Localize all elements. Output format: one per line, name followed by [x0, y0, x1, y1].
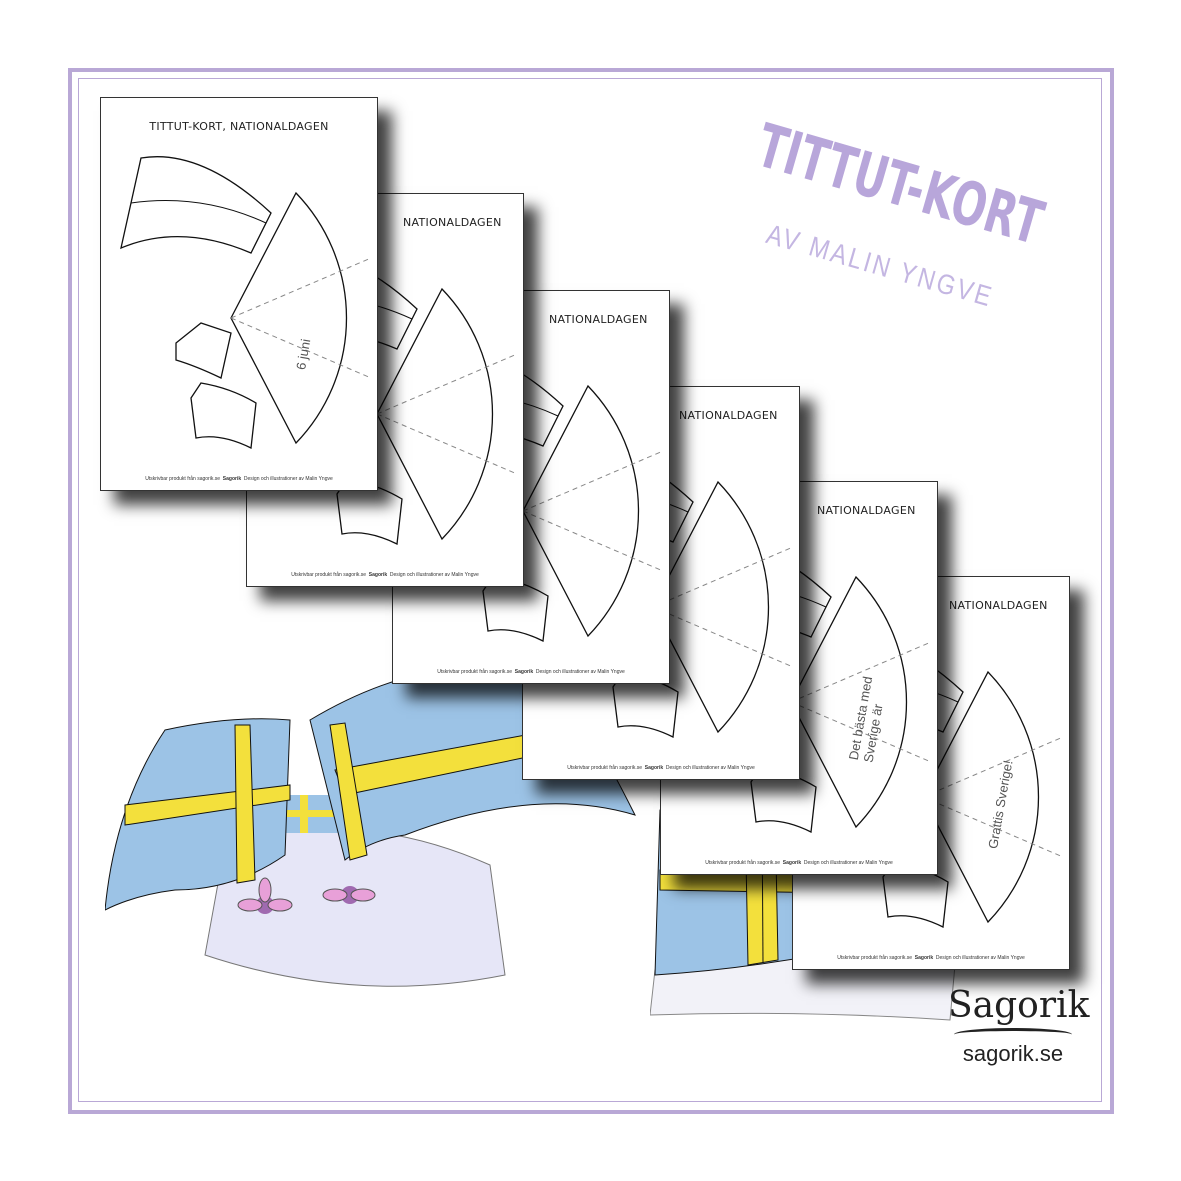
card-title: NATIONALDAGEN [549, 313, 648, 326]
card-footer: Utskrivbar produkt från sagorik.se Sagor… [523, 765, 799, 771]
card-title: TITTUT-KORT, NATIONALDAGEN [149, 120, 329, 133]
card-footer: Utskrivbar produkt från sagorik.se Sagor… [247, 572, 523, 578]
footer-left: Utskrivbar produkt från sagorik.se [705, 860, 780, 866]
inner-frame [78, 78, 1102, 1102]
card-cutout-lines [542, 445, 794, 738]
footer-left: Utskrivbar produkt från sagorik.se [837, 955, 912, 961]
card-title: NATIONALDAGEN [817, 504, 916, 517]
logo-name: Sagorik [948, 985, 1090, 1026]
footer-left: Utskrivbar produkt från sagorik.se [567, 765, 642, 771]
template-card: TITTUT-KORT, NATIONALDAGEN 6 juni Utskri… [100, 97, 378, 491]
card-title: NATIONALDAGEN [679, 409, 778, 422]
footer-logo: Sagorik [368, 572, 388, 578]
footer-right: Design och illustrationer av Malin Yngve [535, 669, 625, 675]
card-footer: Utskrivbar produkt från sagorik.se Sagor… [101, 476, 377, 482]
logo-swoosh [954, 1028, 1072, 1041]
footer-logo: Sagorik [514, 669, 534, 675]
footer-right: Design och illustrationer av Malin Yngve [243, 476, 333, 482]
footer-right: Design och illustrationer av Malin Yngve [935, 955, 1025, 961]
outer-frame [68, 68, 1114, 1114]
footer-right: Design och illustrationer av Malin Yngve [389, 572, 479, 578]
card-footer: Utskrivbar produkt från sagorik.se Sagor… [661, 860, 937, 866]
footer-right: Design och illustrationer av Malin Yngve [803, 860, 893, 866]
card-footer: Utskrivbar produkt från sagorik.se Sagor… [793, 955, 1069, 961]
footer-left: Utskrivbar produkt från sagorik.se [437, 669, 512, 675]
footer-logo: Sagorik [222, 476, 242, 482]
footer-left: Utskrivbar produkt från sagorik.se [145, 476, 220, 482]
card-title: NATIONALDAGEN [403, 216, 502, 229]
footer-left: Utskrivbar produkt från sagorik.se [291, 572, 366, 578]
footer-right: Design och illustrationer av Malin Yngve [665, 765, 755, 771]
card-footer: Utskrivbar produkt från sagorik.se Sagor… [393, 669, 669, 675]
sagorik-logo: Sagorik sagorik.se [948, 985, 1090, 1067]
footer-logo: Sagorik [914, 955, 934, 961]
card-title: NATIONALDAGEN [949, 599, 1048, 612]
footer-logo: Sagorik [782, 860, 802, 866]
logo-url[interactable]: sagorik.se [962, 1041, 1064, 1066]
card-cutout-lines [120, 156, 372, 449]
footer-logo: Sagorik [644, 765, 664, 771]
